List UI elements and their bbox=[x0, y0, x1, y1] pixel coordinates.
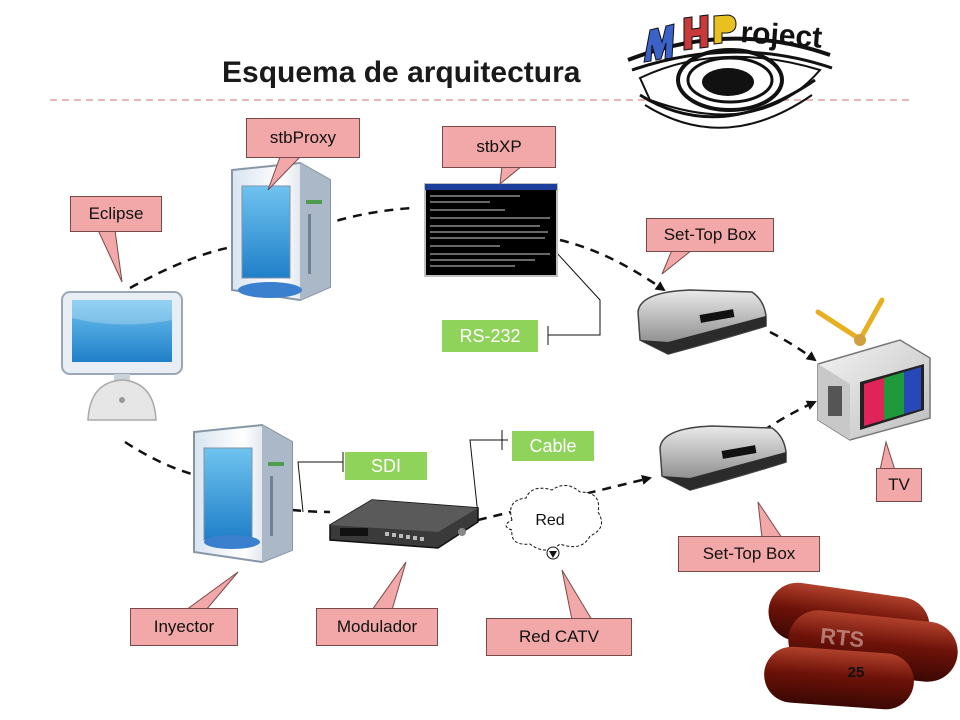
callout-modulador: Modulador bbox=[316, 608, 438, 646]
pill-text: RTS bbox=[819, 623, 865, 652]
cloud-label: Red bbox=[535, 512, 565, 529]
callout-stbxp: stbXP bbox=[442, 126, 556, 168]
callout-settop-bottom: Set-Top Box bbox=[678, 536, 820, 572]
modulador-icon bbox=[329, 499, 479, 549]
tail-modulador bbox=[371, 561, 407, 611]
settop-box-1-icon bbox=[637, 289, 767, 355]
tail-eclipse bbox=[97, 229, 123, 283]
label-leaders bbox=[297, 239, 601, 516]
tv-icon bbox=[815, 297, 931, 441]
tail-tv bbox=[879, 440, 896, 471]
rts-pills-logo: RTS bbox=[764, 582, 958, 710]
eclipse-computer-icon bbox=[61, 291, 183, 421]
tail-settop-bottom bbox=[757, 501, 783, 539]
link-stbproxy-stbxp bbox=[321, 206, 416, 227]
page-title: Esquema de arquitectura bbox=[222, 56, 581, 89]
stbproxy-server-icon bbox=[231, 161, 331, 302]
link-eclipse-inyector bbox=[124, 440, 196, 477]
callout-settop-top: Set-Top Box bbox=[646, 218, 774, 252]
label-sdi: SDI bbox=[345, 452, 427, 480]
link-inyector-modulador bbox=[291, 508, 331, 514]
callout-tails bbox=[97, 156, 896, 621]
callout-red-catv: Red CATV bbox=[486, 618, 632, 656]
inyector-server-icon bbox=[193, 423, 293, 564]
link-settop-tv bbox=[769, 330, 817, 362]
tail-settop-top bbox=[661, 249, 694, 275]
tail-stbxp bbox=[499, 165, 524, 186]
callout-inyector: Inyector bbox=[130, 608, 238, 646]
label-cable: Cable bbox=[512, 431, 594, 461]
callout-tv: TV bbox=[876, 468, 922, 502]
svg-text:roject: roject bbox=[740, 16, 824, 55]
tail-red-catv bbox=[561, 569, 593, 621]
label-rs232: RS-232 bbox=[442, 320, 538, 352]
mhproject-logo: roject bbox=[627, 14, 833, 129]
stbxp-console-icon bbox=[424, 183, 558, 277]
callout-eclipse: Eclipse bbox=[70, 196, 162, 232]
settop-box-2-icon bbox=[659, 425, 787, 491]
red-cloud-icon bbox=[505, 485, 603, 560]
link-stbxp-settop bbox=[559, 238, 666, 292]
page-number: 25 bbox=[847, 664, 865, 681]
callout-stbproxy: stbProxy bbox=[246, 118, 360, 158]
tail-inyector bbox=[184, 571, 239, 611]
link-eclipse-stbproxy bbox=[129, 245, 233, 290]
